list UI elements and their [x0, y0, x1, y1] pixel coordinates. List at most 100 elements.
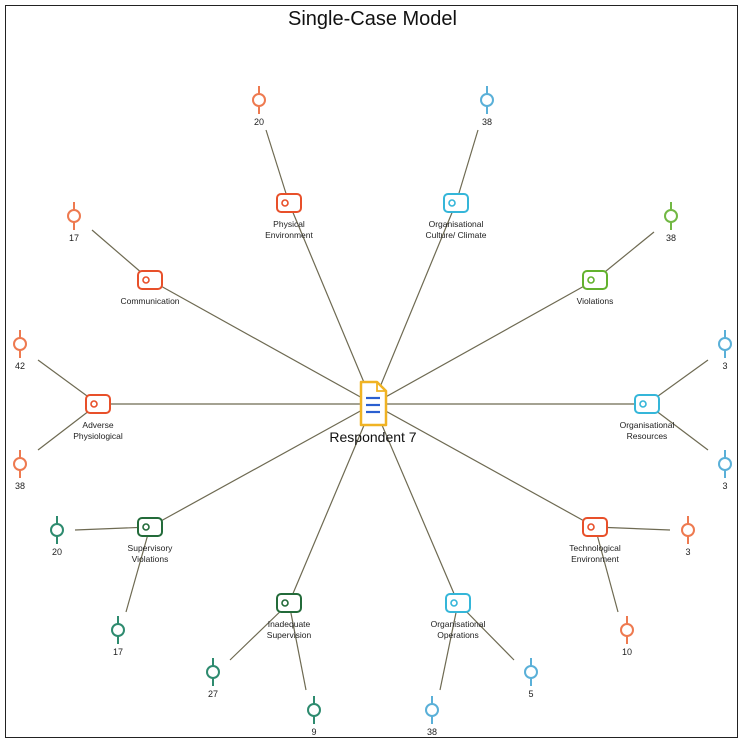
quote-node[interactable]: 20 [50, 516, 64, 557]
quote-node[interactable]: 38 [13, 450, 27, 491]
quote-count-label: 20 [52, 547, 62, 557]
edge-center-supervisory-violations [149, 403, 374, 528]
code-label: Organisational [431, 619, 486, 629]
code-label: Communication [120, 296, 179, 306]
edge-center-organisational-operations [372, 403, 459, 604]
quote-node[interactable]: 38 [664, 202, 678, 243]
quote-node[interactable]: 3 [718, 450, 732, 491]
quote-count-label: 9 [311, 727, 316, 737]
nodes-layer: Respondent 7PhysicalEnvironmentOrganisat… [13, 86, 732, 737]
quote-count-label: 20 [254, 117, 264, 127]
quote-node[interactable]: 38 [480, 86, 494, 127]
quote-node[interactable]: 20 [252, 86, 266, 127]
quote-node[interactable]: 5 [524, 658, 538, 699]
edge-center-communication [149, 279, 374, 405]
quote-count-label: 38 [482, 117, 492, 127]
edge-center-inadequate-supervision [288, 403, 374, 604]
quote-node[interactable]: 42 [13, 330, 27, 371]
quote-count-label: 38 [666, 233, 676, 243]
quote-node[interactable]: 17 [67, 202, 81, 243]
code-label: Adverse [82, 420, 113, 430]
diagram-frame [5, 5, 738, 738]
quote-count-label: 17 [113, 647, 123, 657]
code-label: Culture/ Climate [426, 230, 487, 240]
edge-center-technological-environment [372, 403, 596, 528]
quote-icon [718, 330, 732, 358]
code-label: Operations [437, 630, 479, 640]
edge-center-violations [372, 279, 596, 405]
quote-icon [307, 696, 321, 724]
quote-icon [252, 86, 266, 114]
edge-center-physical-environment [288, 202, 374, 405]
quote-count-label: 3 [722, 481, 727, 491]
quote-count-label: 10 [622, 647, 632, 657]
quote-icon [524, 658, 538, 686]
respondent-node[interactable]: Respondent 7 [329, 380, 417, 445]
quote-count-label: 3 [722, 361, 727, 371]
code-tag-icon [582, 270, 608, 290]
quote-node[interactable]: 38 [425, 696, 439, 737]
quote-count-label: 3 [685, 547, 690, 557]
edge-center-organisational-culture [372, 202, 457, 405]
edge-technological-environment-leaf [594, 526, 619, 613]
code-label: Resources [627, 431, 668, 441]
code-tag-icon [582, 517, 608, 537]
code-node-communication[interactable]: Communication [120, 270, 180, 306]
code-label: Physical [273, 219, 305, 229]
quote-count-label: 17 [69, 233, 79, 243]
code-tag-icon [276, 593, 302, 613]
code-label: Organisational [620, 420, 675, 430]
quote-node[interactable]: 9 [307, 696, 321, 737]
quote-node[interactable]: 3 [718, 330, 732, 371]
code-tag-icon [137, 270, 163, 290]
code-label: Violations [577, 296, 614, 306]
edges-layer [37, 129, 709, 691]
quote-icon [50, 516, 64, 544]
quote-icon [67, 202, 81, 230]
code-label: Environment [571, 554, 619, 564]
code-tag-icon [634, 394, 660, 414]
code-tag-icon [276, 193, 302, 213]
quote-icon [425, 696, 439, 724]
edge-supervisory-violations-leaf [125, 526, 151, 613]
code-node-violations[interactable]: Violations [577, 270, 614, 306]
quote-icon [111, 616, 125, 644]
quote-icon [13, 450, 27, 478]
code-tag-icon [443, 193, 469, 213]
quote-icon [13, 330, 27, 358]
edge-inadequate-supervision-leaf [288, 602, 307, 691]
code-label: Organisational [429, 219, 484, 229]
code-label: Technological [569, 543, 621, 553]
code-tag-icon [445, 593, 471, 613]
edge-organisational-operations-leaf [439, 602, 459, 691]
code-label: Physiological [73, 431, 123, 441]
code-tag-icon [137, 517, 163, 537]
quote-icon [664, 202, 678, 230]
code-label: Supervisory [128, 543, 174, 553]
quote-count-label: 38 [15, 481, 25, 491]
respondent-label: Respondent 7 [329, 429, 416, 445]
quote-node[interactable]: 3 [681, 516, 695, 557]
quote-icon [480, 86, 494, 114]
quote-icon [620, 616, 634, 644]
quote-count-label: 38 [427, 727, 437, 737]
quote-count-label: 27 [208, 689, 218, 699]
code-label: Violations [132, 554, 169, 564]
edge-organisational-culture-leaf [455, 129, 479, 204]
quote-node[interactable]: 27 [206, 658, 220, 699]
diagram-title: Single-Case Model [288, 8, 457, 30]
quote-node[interactable]: 10 [620, 616, 634, 657]
code-tag-icon [85, 394, 111, 414]
edge-physical-environment-leaf [265, 129, 290, 204]
code-label: Supervision [267, 630, 312, 640]
quote-node[interactable]: 17 [111, 616, 125, 657]
